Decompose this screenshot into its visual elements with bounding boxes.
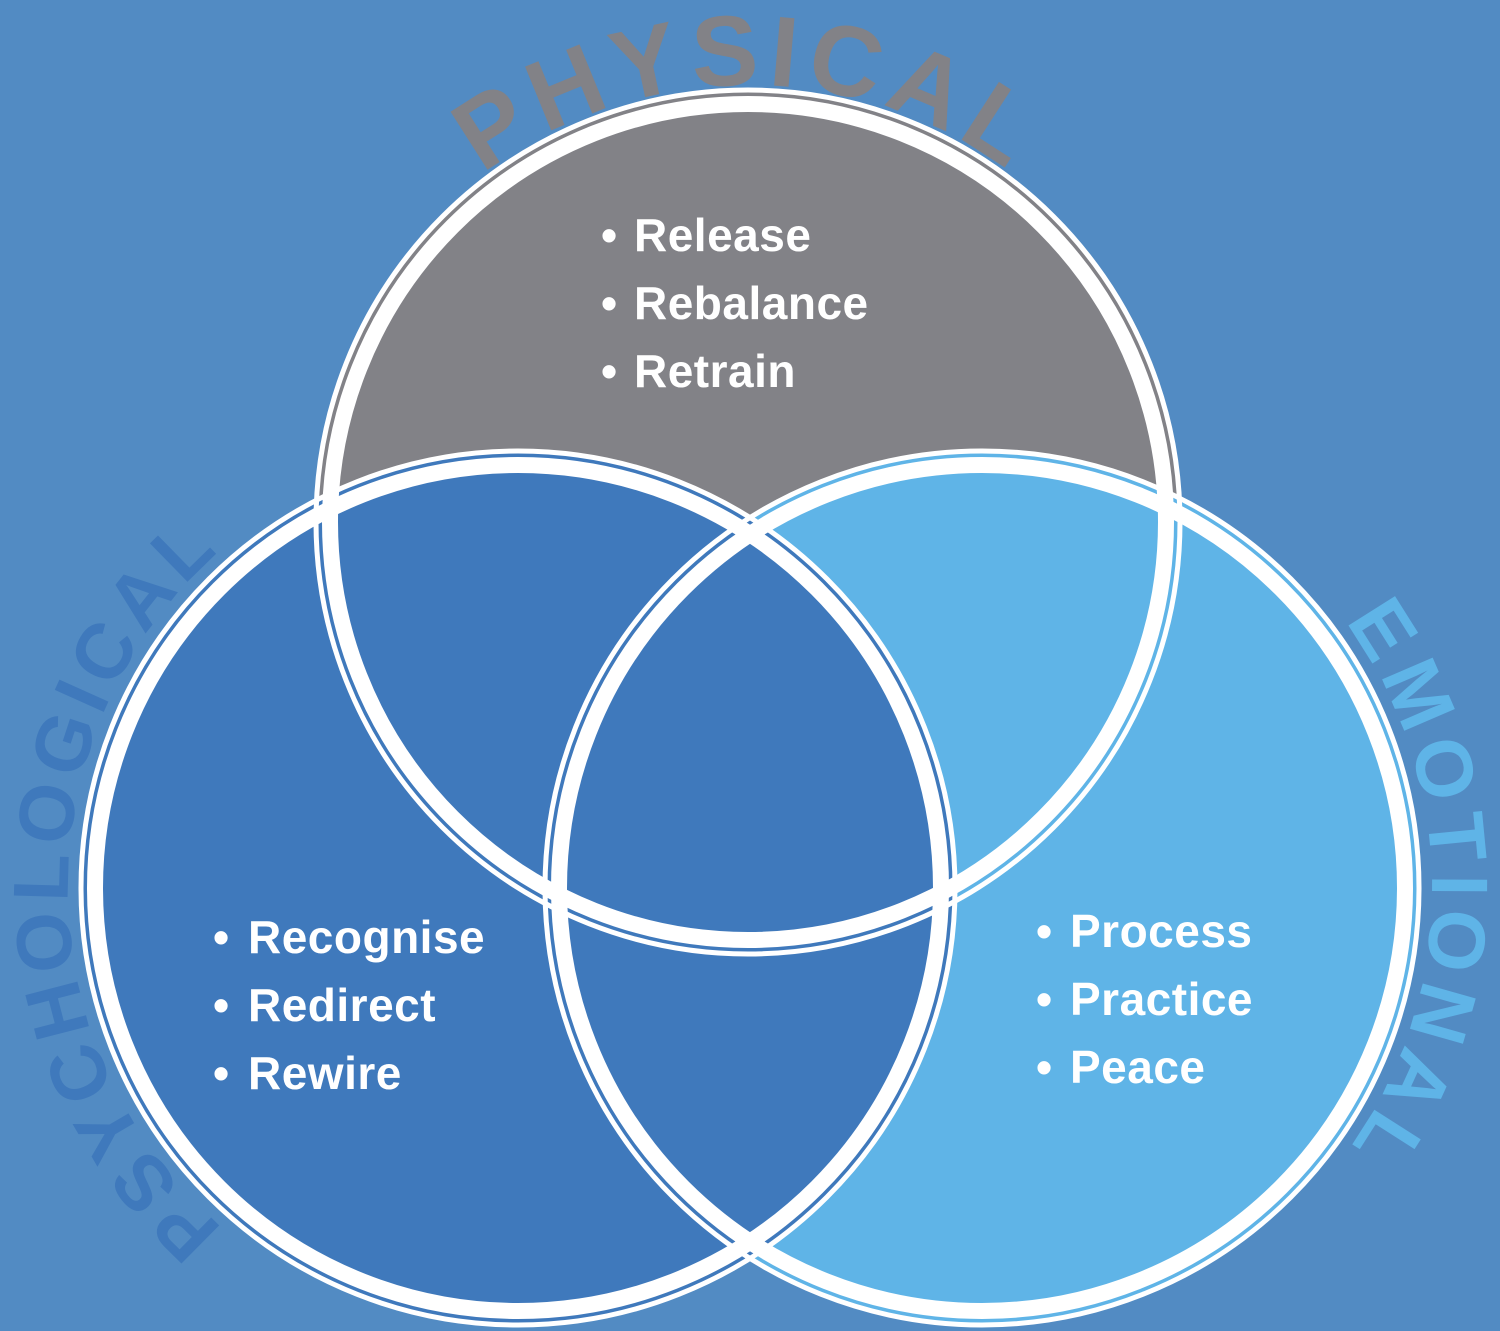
bullet-glyph: •: [601, 345, 618, 397]
list-item: • Retrain: [601, 345, 796, 397]
list-item-label: Rewire: [248, 1047, 402, 1099]
list-item: • Release: [601, 209, 811, 261]
list-item-label: Peace: [1070, 1041, 1206, 1093]
emotional-rim-band: [551, 457, 1413, 1319]
psychological-rim-band: [87, 457, 949, 1319]
list-item: • Practice: [1036, 973, 1253, 1025]
bullet-glyph: •: [601, 277, 618, 329]
bullet-glyph: •: [213, 1047, 230, 1099]
list-item: • Process: [1036, 905, 1253, 957]
physical-items-list: • Release • Rebalance • Retrain: [601, 209, 869, 397]
emotional-items-list: • Process • Practice • Peace: [1036, 905, 1253, 1093]
list-item-label: Process: [1070, 905, 1253, 957]
physical-rim-band: [322, 96, 1174, 948]
bullet-glyph: •: [213, 911, 230, 963]
bullet-glyph: •: [601, 209, 618, 261]
list-item-label: Recognise: [248, 911, 485, 963]
bullet-glyph: •: [1036, 973, 1053, 1025]
bullet-glyph: •: [1036, 905, 1053, 957]
list-item: • Peace: [1036, 1041, 1206, 1093]
psychological-items-list: • Recognise • Redirect • Rewire: [213, 911, 485, 1099]
list-item-label: Practice: [1070, 973, 1253, 1025]
list-item: • Redirect: [213, 979, 436, 1031]
bullet-glyph: •: [213, 979, 230, 1031]
list-item-label: Rebalance: [634, 277, 869, 329]
bullet-glyph: •: [1036, 1041, 1053, 1093]
list-item-label: Retrain: [634, 345, 796, 397]
circle-rims: [78, 87, 1422, 1328]
emotional-rim-outline: [542, 448, 1422, 1328]
list-item: • Recognise: [213, 911, 485, 963]
list-item: • Rebalance: [601, 277, 869, 329]
list-item-label: Redirect: [248, 979, 436, 1031]
list-item-label: Release: [634, 209, 811, 261]
list-item: • Rewire: [213, 1047, 402, 1099]
psychological-rim-outline: [78, 448, 958, 1328]
